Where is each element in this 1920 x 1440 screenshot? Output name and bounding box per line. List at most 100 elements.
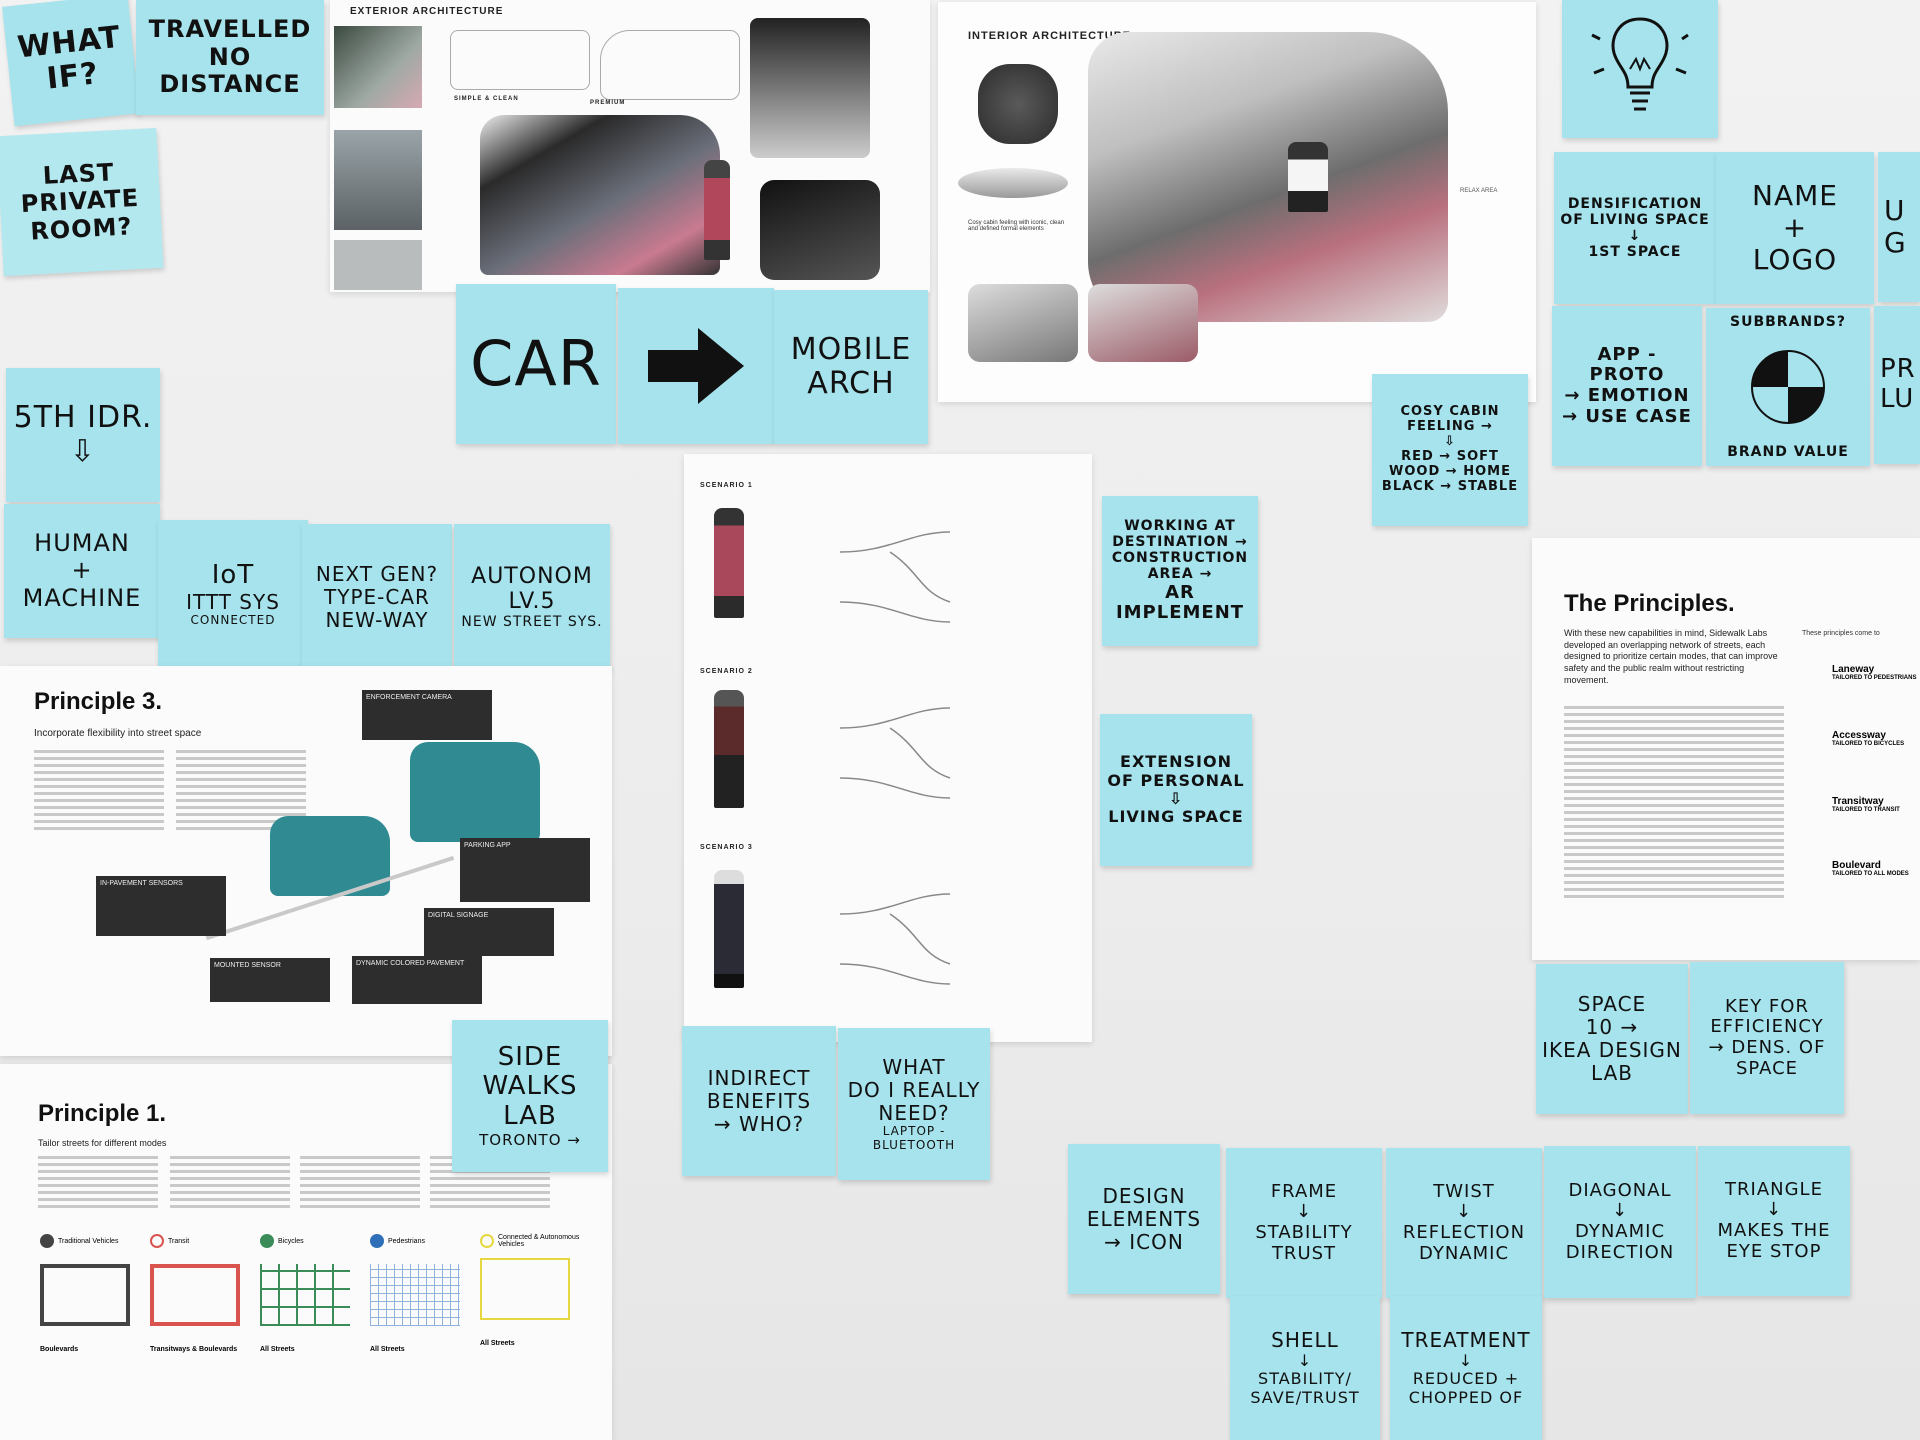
interior-small-render-2: [1088, 284, 1198, 362]
sticky-line: DYNAMIC: [1574, 1221, 1666, 1242]
street-grid-pattern: [150, 1264, 240, 1326]
sticky-line: MOBILE: [790, 331, 912, 367]
brand-circle-icon: [1751, 350, 1825, 424]
interior-architecture-sheet: INTERIOR ARCHITECTURE Cosy cabin feeling…: [938, 2, 1536, 402]
sticky-line: BENEFITS: [706, 1088, 812, 1113]
street-type-label: Transitways & Boulevards: [150, 1346, 238, 1353]
sticky-line: OF LIVING SPACE: [1560, 211, 1710, 228]
scenario-block: SCENARIO 2: [700, 668, 1080, 838]
street-grid-pattern: [40, 1264, 130, 1326]
sheet-title: INTERIOR ARCHITECTURE: [968, 30, 1131, 42]
sticky-line: SHELL: [1271, 1327, 1339, 1352]
principle-3-sheet: Principle 3. Incorporate flexibility int…: [0, 666, 612, 1056]
sticky-line: EFFICIENCY: [1710, 1016, 1824, 1038]
street-grid-pattern: [370, 1264, 460, 1326]
sticky-line: PR: [1880, 354, 1916, 385]
sticky-line: EYE STOP: [1726, 1240, 1822, 1262]
sticky-line: STABILITY/: [1258, 1369, 1352, 1389]
body-text: [34, 750, 164, 834]
callout-enforcement-camera: ENFORCEMENT CAMERA: [362, 690, 492, 740]
street-type-label: Boulevards: [40, 1346, 79, 1353]
sticky-line: CONNECTED: [190, 612, 276, 627]
sheet-title: EXTERIOR ARCHITECTURE: [350, 6, 504, 17]
scenario-block: SCENARIO 1: [700, 482, 1080, 652]
street-grid-pattern: [480, 1258, 570, 1320]
sticky-app-proto: APP - PROTO → EMOTION → USE CASE: [1552, 306, 1702, 466]
sticky-what-if: WHAT IF?: [2, 0, 140, 127]
sticky-line: ↓: [1611, 1200, 1629, 1222]
sticky-line: TORONTO →: [479, 1131, 581, 1150]
sticky-line: COSY CABIN: [1400, 404, 1500, 420]
sketch-premium: [600, 30, 740, 100]
sheet-title: The Principles.: [1564, 590, 1735, 617]
sticky-mobile-arch: MOBILE ARCH: [774, 290, 928, 444]
callout-mounted-sensor: MOUNTED SENSOR: [210, 958, 330, 1002]
sticky-line: → WHO?: [713, 1111, 805, 1136]
sticky-line: KEY FOR: [1725, 995, 1809, 1017]
sticky-diagonal: DIAGONAL ↓ DYNAMIC DIRECTION: [1544, 1146, 1696, 1298]
sticky-line: NEW-WAY: [325, 607, 429, 632]
bicycle-icon: [260, 1234, 274, 1248]
pod-render-top: [750, 18, 870, 158]
sticky-line: AREA →: [1147, 566, 1213, 583]
mode-column: Connected & Autonomous Vehicles All Stre…: [480, 1234, 600, 1347]
sticky-densification: DENSIFICATION OF LIVING SPACE ↓ 1ST SPAC…: [1554, 152, 1716, 304]
street-grid-pattern: [260, 1264, 350, 1326]
the-principles-sheet: The Principles. With these new capabilit…: [1532, 538, 1920, 960]
sticky-triangle: TRIANGLE ↓ MAKES THE EYE STOP: [1698, 1146, 1850, 1296]
sticky-line: 10 →: [1585, 1015, 1639, 1039]
sticky-line: → USE CASE: [1562, 405, 1692, 427]
sticky-line: TRAVELLED: [148, 15, 312, 44]
caption-simple: SIMPLE & CLEAN: [454, 96, 519, 102]
sticky-line: CHOPPED OF: [1408, 1387, 1524, 1407]
sticky-line: IKEA DESIGN: [1542, 1038, 1682, 1062]
sticky-arrow: [618, 288, 774, 444]
sticky-line: STABILITY: [1255, 1222, 1353, 1243]
photo-glass: [334, 240, 422, 290]
sticky-line: TRUST: [1271, 1242, 1337, 1264]
sketch-simple: [450, 30, 590, 90]
sticky-line: NEXT GEN?: [315, 561, 439, 586]
sticky-line: TWIST: [1433, 1180, 1495, 1202]
sticky-line: SPACE: [1577, 992, 1647, 1016]
sticky-subbrands: SUBBRANDS? BRAND VALUE: [1706, 308, 1870, 466]
car-icon: [40, 1234, 54, 1248]
sticky-line: ↓: [1455, 1201, 1473, 1223]
sticky-treatment: TREATMENT ↓ REDUCED + CHOPPED OF: [1390, 1296, 1542, 1440]
sticky-line: LAB: [1590, 1061, 1633, 1085]
mode-header: Transit: [150, 1234, 260, 1248]
principles-body-text: [1564, 706, 1784, 902]
street-name: Laneway: [1832, 664, 1875, 675]
sticky-line: DENSIFICATION: [1567, 195, 1703, 212]
mode-label: Transit: [168, 1237, 190, 1245]
sticky-line: SIDE: [497, 1041, 563, 1072]
person-elder: [714, 870, 744, 988]
mode-header: Bicycles: [260, 1234, 370, 1248]
sticky-line: DISTANCE: [159, 70, 301, 99]
sticky-design-elements: DESIGN ELEMENTS → ICON: [1068, 1144, 1220, 1294]
seated-woman: [1288, 142, 1328, 212]
body-text: [300, 1156, 420, 1212]
sheet-subtitle: Tailor streets for different modes: [38, 1138, 167, 1148]
sticky-line: INDIRECT: [707, 1065, 811, 1090]
sticky-line: ⇩: [1444, 434, 1456, 450]
mode-label: Connected & Autonomous Vehicles: [498, 1234, 580, 1248]
lightbulb-icon: [1591, 17, 1689, 111]
sticky-line: LAPTOP - BLUETOOTH: [872, 1123, 956, 1152]
sticky-lightbulb: [1562, 0, 1718, 138]
sticky-line: ↓: [1295, 1201, 1313, 1223]
scenario-flow-diagram: [839, 531, 951, 623]
sticky-human-machine: HUMAN + MACHINE: [4, 504, 160, 638]
sticky-line: ↓: [1765, 1199, 1783, 1221]
interior-small-render-1: [968, 284, 1078, 362]
interior-large-render: [1088, 32, 1448, 322]
sticky-travelled: TRAVELLED NO DISTANCE: [136, 0, 324, 115]
sticky-line: U: [1884, 193, 1906, 227]
pod-render-large: [480, 115, 720, 275]
sticky-line: G: [1884, 226, 1907, 259]
sticky-line: AUTONOM: [471, 563, 593, 589]
mode-header: Pedestrians: [370, 1234, 480, 1248]
street-type: Transitway TAILORED TO TRANSIT: [1832, 796, 1900, 813]
sticky-line: BRAND VALUE: [1727, 443, 1849, 460]
teal-van: [410, 742, 540, 842]
